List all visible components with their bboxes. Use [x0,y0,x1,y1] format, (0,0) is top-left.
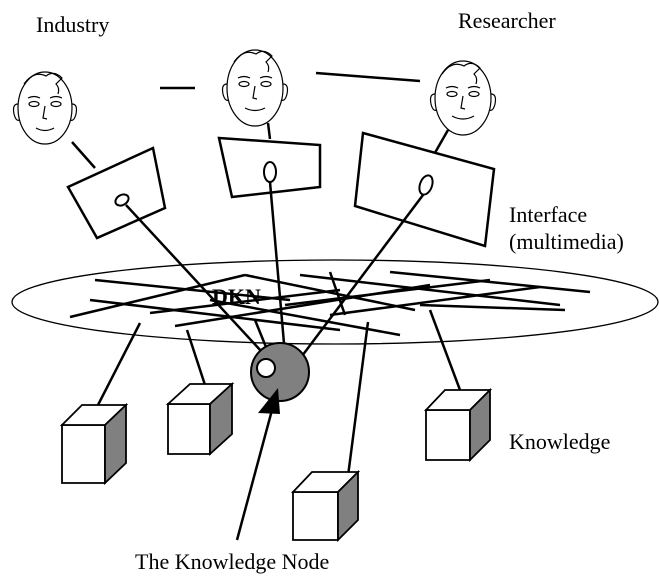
industry-node-link [125,204,263,353]
researcher-cursor-icon [418,174,434,196]
researcher-node-link [295,194,424,365]
knowledge-label: Knowledge [509,429,611,454]
cube1-link [96,322,142,406]
face-link-right [315,71,421,83]
knowledge-cube-2-icon [165,381,235,457]
industry-label: Industry [36,12,110,37]
industry-screen-link [71,141,96,169]
knowledge-node-highlight [256,358,276,378]
interface-label-line2: (multimedia) [509,229,624,254]
middle-node-link [268,181,287,356]
middle-face-icon [221,49,289,127]
knowledge-node-label: The Knowledge Node [135,549,330,574]
knowledge-cube-1-icon [59,402,129,486]
industry-screen-icon [66,146,167,240]
network-links [69,270,591,337]
cube2-link [185,329,207,386]
cube4-link [428,309,462,391]
knowledge-cube-3-icon [290,469,361,543]
researcher-label: Researcher [458,8,556,33]
industry-face-icon [12,71,78,145]
interface-label-line1: Interface [509,202,588,227]
researcher-screen-icon [353,131,496,248]
network-ellipse [11,259,659,345]
middle-screen-link [266,122,272,140]
knowledge-node-icon [250,342,310,402]
cube3-link [346,321,370,477]
node-pointer-arrowhead-icon [258,388,280,414]
industry-cursor-icon [114,193,130,207]
node-pointer-line [235,409,274,541]
dkn-label: DKN [212,284,261,309]
knowledge-cube-4-icon [423,387,493,463]
middle-screen-icon [217,136,322,199]
researcher-face-icon [429,60,497,136]
